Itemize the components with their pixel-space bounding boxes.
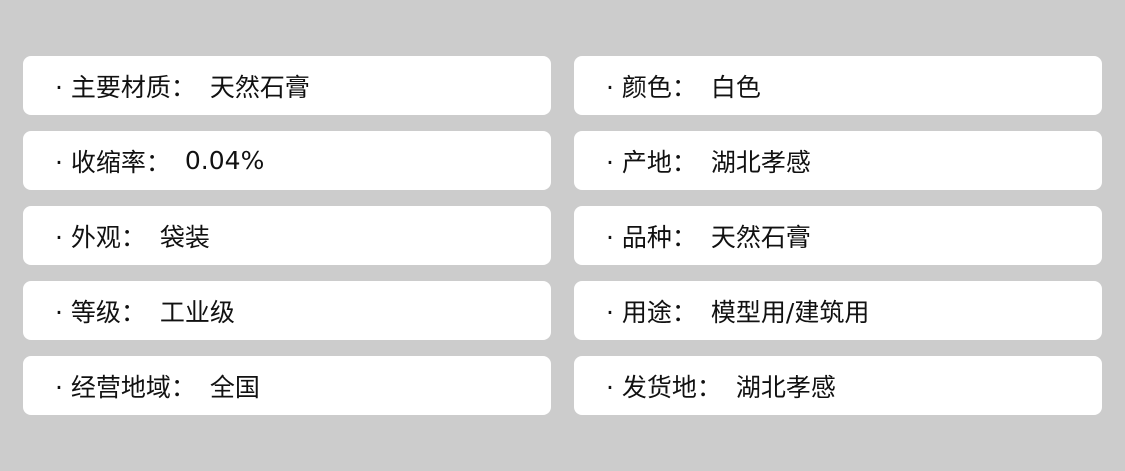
attribute-value: 全国 (209, 372, 260, 402)
attribute-label: · 收缩率： (55, 147, 171, 177)
attribute-label: · 等级： (55, 297, 146, 327)
attribute-card: · 等级： 工业级 (23, 281, 551, 340)
attribute-label: · 用途： (606, 297, 697, 327)
attribute-value: 白色 (710, 72, 761, 102)
attribute-label: · 发货地： (606, 372, 722, 402)
attribute-card: · 颜色： 白色 (574, 56, 1102, 115)
attribute-card: · 品种： 天然石膏 (574, 206, 1102, 265)
attribute-card: · 产地： 湖北孝感 (574, 131, 1102, 190)
attribute-value: 湖北孝感 (735, 372, 836, 402)
attribute-label: · 主要材质： (55, 72, 196, 102)
attribute-card: · 用途： 模型用/建筑用 (574, 281, 1102, 340)
attribute-value: 天然石膏 (710, 222, 811, 252)
attribute-label: · 外观： (55, 222, 146, 252)
attribute-label: · 品种： (606, 222, 697, 252)
attribute-value: 模型用/建筑用 (710, 297, 870, 327)
attribute-label: · 颜色： (606, 72, 697, 102)
attribute-value: 湖北孝感 (710, 147, 811, 177)
attribute-card: · 主要材质： 天然石膏 (23, 56, 551, 115)
attribute-card: · 收缩率： 0.04% (23, 131, 551, 190)
attribute-value: 工业级 (159, 297, 235, 327)
attribute-label: · 经营地域： (55, 372, 196, 402)
attribute-value: 袋装 (159, 222, 210, 252)
attribute-card: · 经营地域： 全国 (23, 356, 551, 415)
attribute-value: 0.04% (184, 146, 265, 175)
attribute-card: · 外观： 袋装 (23, 206, 551, 265)
attribute-card: · 发货地： 湖北孝感 (574, 356, 1102, 415)
attribute-label: · 产地： (606, 147, 697, 177)
attribute-grid: · 主要材质：天然石膏· 颜色：白色· 收缩率：0.04%· 产地：湖北孝感· … (23, 56, 1102, 415)
attribute-value: 天然石膏 (209, 72, 310, 102)
